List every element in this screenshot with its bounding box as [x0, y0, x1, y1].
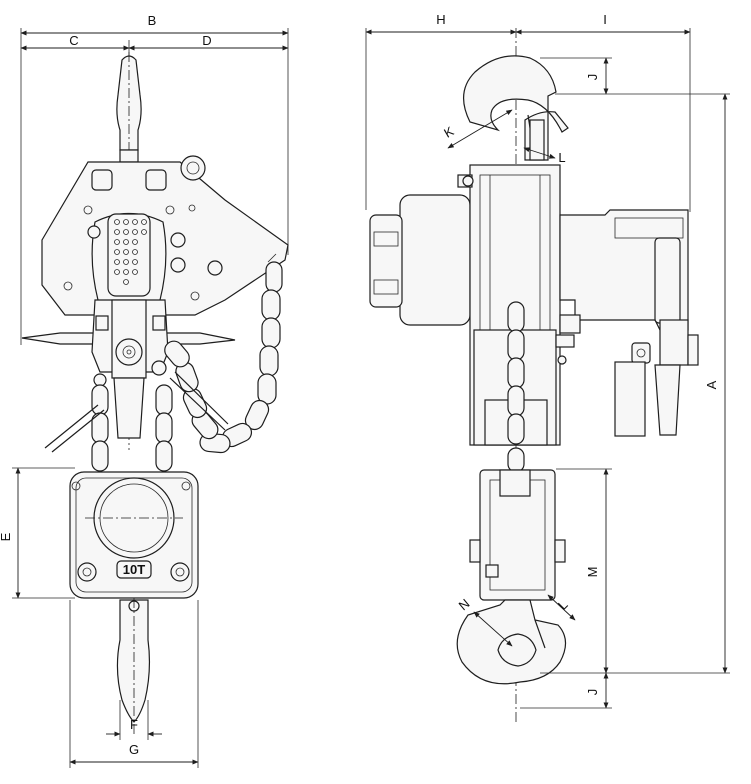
dim-label-N: N	[456, 596, 473, 614]
front-hand-chain	[164, 253, 283, 454]
dim-label-G: G	[129, 742, 139, 757]
front-bottom-hook	[116, 599, 151, 723]
front-hook-shank	[119, 149, 139, 163]
side-dimensions: H I J A K L M J N L	[365, 12, 730, 709]
front-load-chain	[44, 371, 229, 472]
dim-label-B: B	[148, 13, 157, 28]
dim-label-H: H	[436, 12, 445, 27]
side-view	[365, 28, 699, 725]
capacity-plate	[116, 560, 152, 579]
dim-label-K: K	[441, 123, 456, 140]
dim-label-A: A	[704, 380, 719, 389]
dim-label-C: C	[69, 33, 78, 48]
dim-label-M: M	[585, 567, 600, 578]
front-dimensions: B C D E F G	[0, 13, 289, 768]
dim-label-I: I	[603, 12, 607, 27]
side-load-chain	[507, 301, 525, 473]
dim-label-D: D	[202, 33, 211, 48]
dim-label-L-bottom: L	[555, 597, 571, 613]
side-brake-housing	[399, 194, 471, 326]
capacity-label: 10T	[123, 562, 145, 577]
dim-label-L: L	[558, 150, 565, 165]
dim-label-J-top: J	[585, 74, 600, 81]
dim-label-E: E	[0, 532, 13, 541]
front-view: 10T	[20, 28, 289, 735]
dim-label-J-bottom: J	[585, 689, 600, 696]
dim-label-F: F	[130, 717, 138, 732]
